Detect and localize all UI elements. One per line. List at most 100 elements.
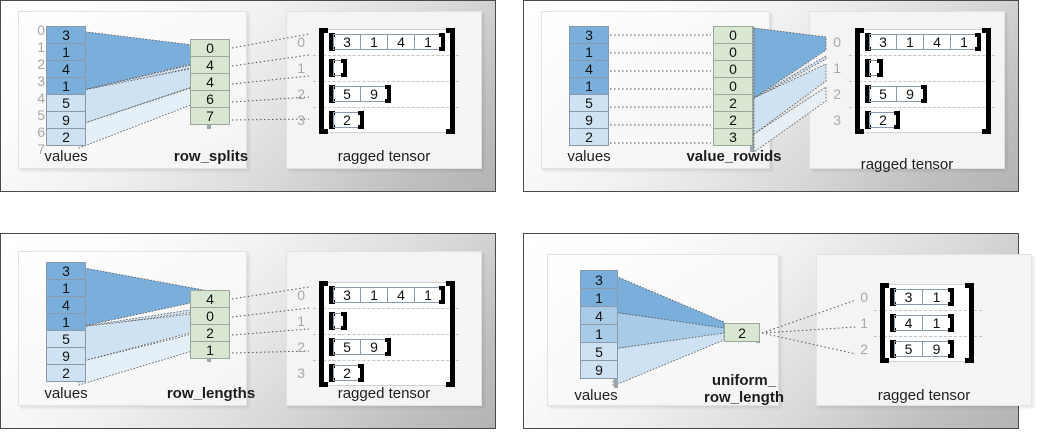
value-rowid-links-2 xyxy=(610,34,711,144)
tensor-row-index: 1 xyxy=(297,313,305,329)
value-index: 1 xyxy=(37,39,45,55)
tensor-cell: 3 xyxy=(333,34,361,50)
values-column-3: 3 1 4 1 5 9 2 xyxy=(46,262,86,382)
tensor-row-index: 3 xyxy=(833,112,841,128)
tensor-cell: 1 xyxy=(360,34,388,50)
tensor-row-index: 1 xyxy=(860,315,868,331)
row-divider xyxy=(849,55,995,56)
tensor-cell: 3 xyxy=(894,289,923,305)
row-bracket-left xyxy=(329,33,335,51)
panel-row-lengths: 3 1 4 1 5 9 2 4 0 2 1 xyxy=(0,233,496,429)
row-bracket-left xyxy=(890,288,896,306)
encoding-column-3: 4 0 2 1 xyxy=(190,290,230,359)
tensor-cell: 5 xyxy=(333,86,361,102)
tensor-row-index: 2 xyxy=(833,86,841,102)
encoding-column-2: 0 0 0 0 2 2 3 xyxy=(713,26,753,146)
tensor-cell: 9 xyxy=(922,341,951,357)
row-bracket-right xyxy=(385,338,391,356)
mapping-fan-4 xyxy=(612,274,725,387)
row-bracket-left xyxy=(865,59,871,77)
values-column-2: 3 1 4 1 5 9 2 xyxy=(569,26,609,146)
tensor-row-index: 3 xyxy=(297,365,305,381)
outer-bracket-left xyxy=(855,28,864,134)
row-bracket-left xyxy=(329,59,335,77)
tensor-row-index: 0 xyxy=(297,34,305,50)
tensor-row-index: 0 xyxy=(297,287,305,303)
ragged-tensor-3: 0 3 1 4 1 1 2 5 9 3 xyxy=(297,281,459,387)
tensor-cell: 1 xyxy=(922,315,951,331)
values-caption: values xyxy=(44,148,88,165)
value-index: 0 xyxy=(37,22,45,38)
outer-bracket-left xyxy=(880,283,889,363)
tensor-cell: 4 xyxy=(387,34,415,50)
tensor-cell: 1 xyxy=(896,34,924,50)
value-index: 5 xyxy=(37,107,45,123)
tensor-cell: 1 xyxy=(414,34,442,50)
row-bracket-left xyxy=(890,314,896,332)
tensor-cell: 1 xyxy=(922,289,951,305)
encoding-cell: 4 xyxy=(190,56,230,74)
values-column-4: 3 1 4 1 5 9 xyxy=(580,270,618,379)
value-index: 7 xyxy=(37,141,45,157)
row-bracket-left xyxy=(865,85,871,103)
row-divider xyxy=(849,81,995,82)
mapping-fan-1 xyxy=(78,30,210,149)
value-cell: 2 xyxy=(46,128,86,146)
mapping-fan-3 xyxy=(78,266,210,386)
row-bracket-left xyxy=(329,312,335,330)
row-divider xyxy=(313,308,459,309)
tensor-cell: 1 xyxy=(950,34,978,50)
ragged-tensor-4: 0 3 1 1 4 1 2 5 9 xyxy=(860,283,984,364)
tensor-cell: 4 xyxy=(894,315,923,331)
row-bracket-left xyxy=(329,286,335,304)
tensor-cell: 3 xyxy=(333,287,361,303)
panel-value-rowids: 3 1 4 1 5 9 2 0 0 0 0 xyxy=(523,0,1019,192)
row-divider xyxy=(313,81,459,82)
tensor-cell: 5 xyxy=(894,341,923,357)
row-bracket-left xyxy=(865,33,871,51)
row-bracket-left xyxy=(329,85,335,103)
value-cell: 1 xyxy=(580,288,618,307)
row-divider xyxy=(874,310,982,311)
values-caption: values xyxy=(44,385,88,402)
outer-bracket-right xyxy=(446,281,455,387)
tensor-cell: 2 xyxy=(869,112,897,128)
row-divider xyxy=(313,334,459,335)
row-bracket-right xyxy=(948,314,954,332)
row-bracket-left xyxy=(329,364,335,382)
encoding-caption: uniform_ row_length xyxy=(703,372,784,406)
ragged-tensor-1: 0 3 1 4 1 1 2 5 9 xyxy=(297,28,459,134)
encoding-caption: row_lengths xyxy=(166,385,256,402)
outer-bracket-right xyxy=(446,28,455,134)
value-index: 6 xyxy=(37,124,45,140)
value-cell: 5 xyxy=(580,342,618,361)
mapping-fan-2 xyxy=(753,27,827,153)
row-bracket-left xyxy=(890,340,896,358)
row-bracket-left xyxy=(865,111,871,129)
outer-bracket-left xyxy=(319,281,328,387)
tensor-cell: 4 xyxy=(923,34,951,50)
values-caption: values xyxy=(567,148,611,165)
encoding-cell: 1 xyxy=(190,341,230,359)
tensor-box xyxy=(882,284,972,362)
row-bracket-right xyxy=(975,33,981,51)
row-divider xyxy=(874,336,982,337)
connector-lines-1 xyxy=(231,33,310,121)
encoding-cell: 7 xyxy=(190,107,230,125)
tensor-row-index: 2 xyxy=(860,341,868,357)
row-divider xyxy=(849,107,995,108)
value-index: 3 xyxy=(37,73,45,89)
tensor-cell: 1 xyxy=(360,287,388,303)
tensor-row-index: 1 xyxy=(833,60,841,76)
values-column-1: 3 1 4 1 5 9 2 xyxy=(46,26,86,146)
row-bracket-right xyxy=(948,288,954,306)
tensor-row-index: 3 xyxy=(297,112,305,128)
outer-bracket-right xyxy=(965,283,974,363)
row-bracket-left xyxy=(329,111,335,129)
encoding-cell: 3 xyxy=(713,128,753,146)
panel-uniform-row-length: 3 1 4 1 5 9 2 0 3 xyxy=(523,233,1032,429)
row-divider xyxy=(313,55,459,56)
row-bracket-right xyxy=(341,312,347,330)
encoding-column-4: 2 xyxy=(724,323,760,342)
